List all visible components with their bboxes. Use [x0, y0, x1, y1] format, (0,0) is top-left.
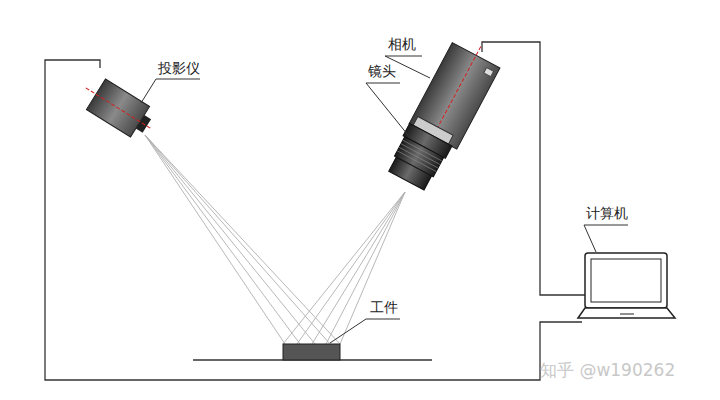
part-label: 相机: [388, 36, 416, 53]
part-label: 计算机: [586, 205, 628, 222]
laptop: [578, 253, 675, 318]
projector: [76, 73, 161, 145]
part-label: 镜头: [368, 63, 396, 80]
watermark: 知乎 @w190262: [540, 360, 675, 380]
part-label: 工件: [370, 299, 398, 316]
camera-rays: [283, 192, 405, 344]
part-label: 投影仪: [158, 60, 200, 77]
leader-lines: [141, 56, 628, 343]
workpiece: [283, 344, 340, 360]
wires: [45, 42, 585, 380]
projector-rays: [145, 135, 340, 344]
lens: [385, 115, 456, 192]
